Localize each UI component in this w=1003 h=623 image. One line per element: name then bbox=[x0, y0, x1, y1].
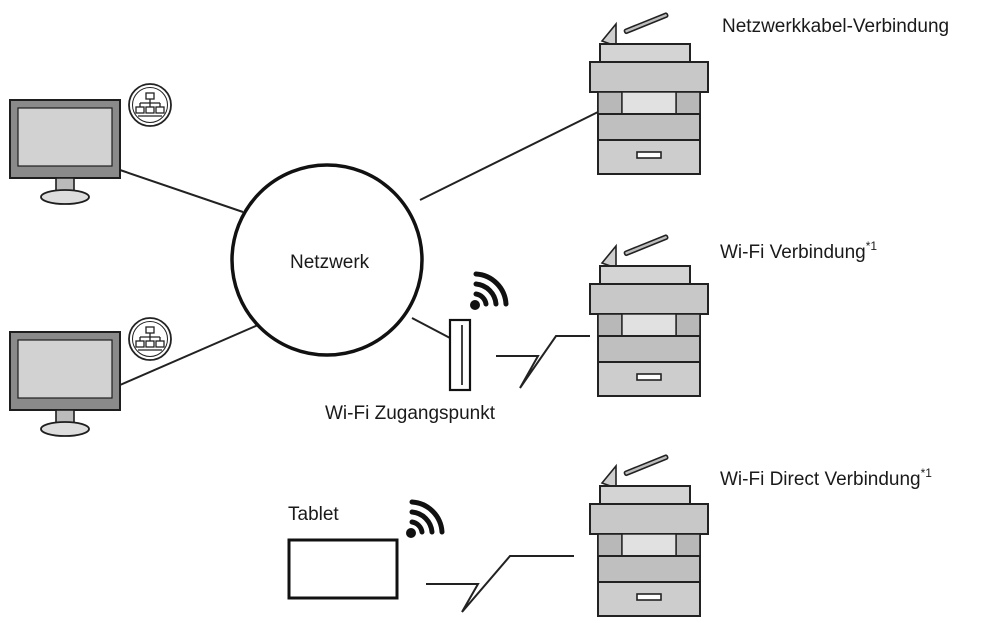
multifunction-printer-icon bbox=[589, 11, 709, 175]
network-lan-icon bbox=[128, 83, 172, 127]
cable-line-access-point bbox=[411, 317, 451, 339]
network-label: Netzwerk bbox=[290, 252, 370, 273]
cable-line-computer-top bbox=[119, 169, 244, 213]
tablet-label: Tablet bbox=[288, 504, 339, 525]
access-point-label: Wi-Fi Zugangspunkt bbox=[325, 403, 496, 424]
network-circle bbox=[230, 163, 424, 357]
wifi-direct-connection-footnote: *1 bbox=[920, 466, 932, 480]
wireless-link-access-point bbox=[496, 335, 590, 389]
cable-connection-label: Netzwerkkabel-Verbindung bbox=[722, 16, 950, 37]
multifunction-printer-icon bbox=[589, 453, 709, 617]
wifi-connection-label: Wi-Fi Verbindung*1 bbox=[720, 239, 878, 264]
desktop-computer-icon bbox=[9, 331, 121, 437]
cable-line-printer bbox=[419, 111, 599, 201]
connection-lines bbox=[119, 111, 599, 613]
desktop-computer-icon bbox=[9, 99, 121, 205]
wifi-signal-icon bbox=[470, 274, 506, 310]
wifi-access-point-icon bbox=[448, 318, 472, 392]
wifi-signal-icon bbox=[406, 502, 442, 538]
wifi-connection-text: Wi-Fi Verbindung bbox=[720, 242, 866, 263]
cable-line-computer-bottom bbox=[119, 324, 259, 386]
network-lan-icon bbox=[128, 317, 172, 361]
tablet-icon bbox=[287, 538, 399, 600]
multifunction-printer-icon bbox=[589, 233, 709, 397]
wireless-link-tablet bbox=[426, 555, 574, 613]
wifi-direct-connection-label: Wi-Fi Direct Verbindung*1 bbox=[720, 466, 932, 491]
wifi-direct-connection-text: Wi-Fi Direct Verbindung bbox=[720, 469, 921, 490]
wifi-connection-footnote: *1 bbox=[865, 239, 878, 253]
